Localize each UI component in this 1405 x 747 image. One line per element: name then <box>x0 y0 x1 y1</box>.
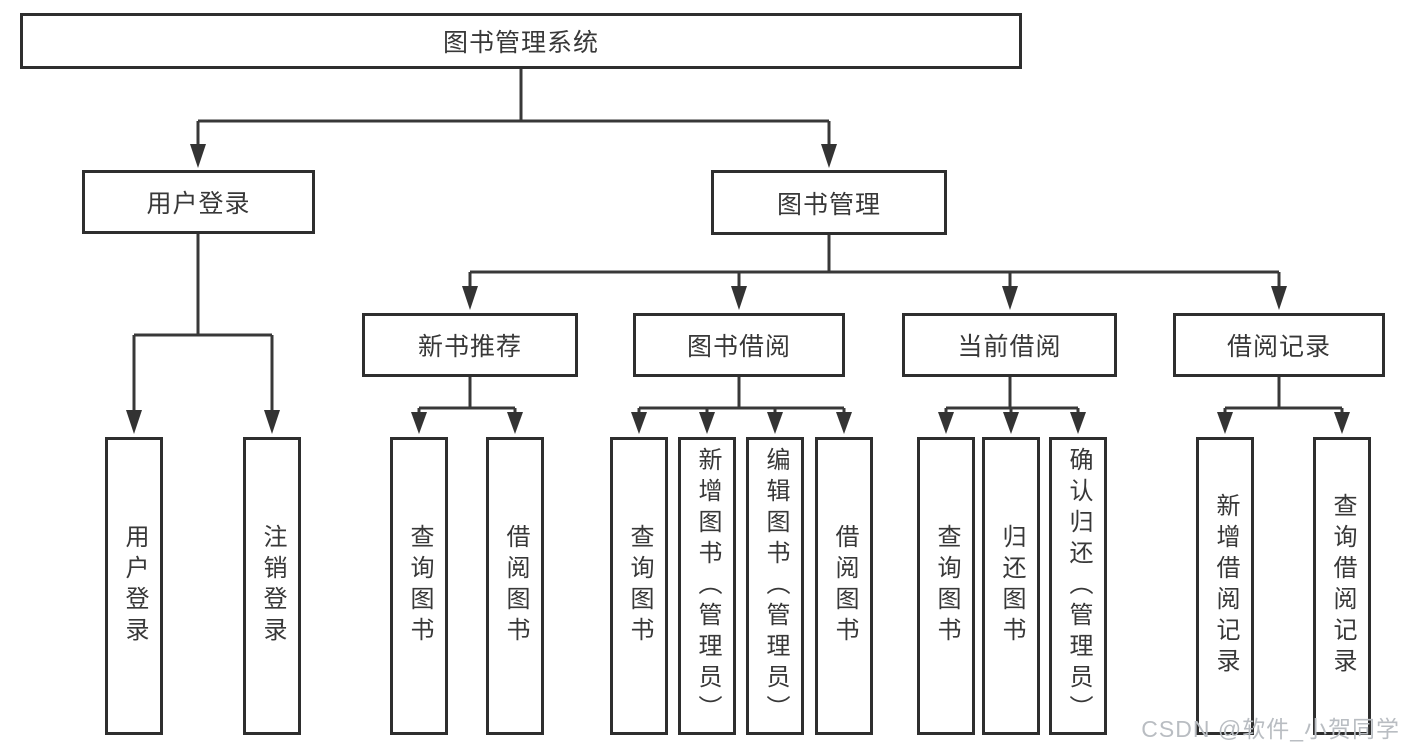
node-book-management: 图书管理 <box>711 170 947 235</box>
connector-root-to-level2 <box>190 69 837 168</box>
leaf-query-borrow-record: 查询借阅记录 <box>1313 437 1371 735</box>
leaf-query-book-current: 查询图书 <box>917 437 975 735</box>
connector-bookmgmt-to-level3 <box>462 235 1287 310</box>
node-book-borrow: 图书借阅 <box>633 313 845 377</box>
leaf-add-borrow-record: 新增借阅记录 <box>1196 437 1254 735</box>
leaf-query-book-recommend: 查询图书 <box>390 437 448 735</box>
leaf-confirm-return-admin: 确认归还（管理员） <box>1049 437 1107 735</box>
csdn-watermark: CSDN @软件_小贺同学 <box>1141 716 1400 742</box>
node-user-login: 用户登录 <box>82 170 315 234</box>
node-new-book-recommend: 新书推荐 <box>362 313 578 377</box>
connector-borrowrecord-to-leaves <box>1217 377 1350 434</box>
leaf-borrow-book-recommend: 借阅图书 <box>486 437 544 735</box>
leaf-borrow-book: 借阅图书 <box>815 437 873 735</box>
connector-userlogin-to-leaves <box>126 233 280 434</box>
connector-currentborrow-to-leaves <box>938 377 1086 434</box>
leaf-user-login: 用户登录 <box>105 437 163 735</box>
connector-newbookrec-to-leaves <box>411 377 523 434</box>
leaf-return-book: 归还图书 <box>982 437 1040 735</box>
node-root: 图书管理系统 <box>20 13 1022 69</box>
node-borrow-record: 借阅记录 <box>1173 313 1385 377</box>
connector-bookborrow-to-leaves <box>631 377 852 434</box>
leaf-edit-book-admin: 编辑图书（管理员） <box>746 437 804 735</box>
leaf-query-book-borrow: 查询图书 <box>610 437 668 735</box>
leaf-logout: 注销登录 <box>243 437 301 735</box>
leaf-add-book-admin: 新增图书（管理员） <box>678 437 736 735</box>
node-current-borrow: 当前借阅 <box>902 313 1117 377</box>
